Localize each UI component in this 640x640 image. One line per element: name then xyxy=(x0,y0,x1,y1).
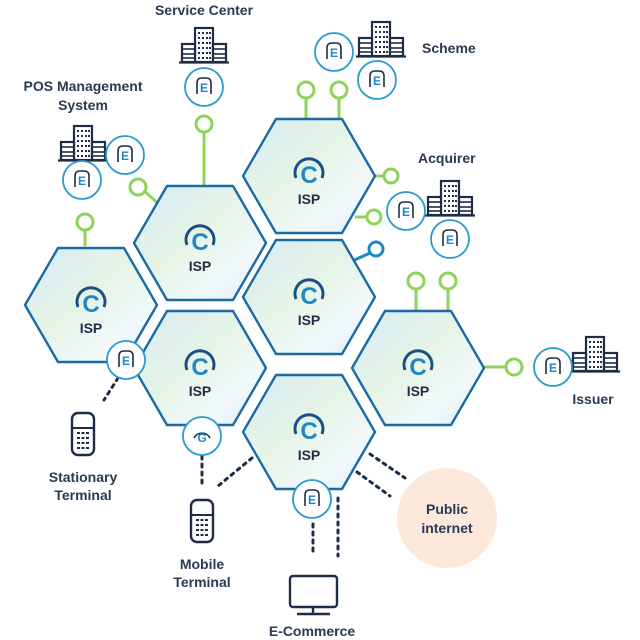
isp-label: ISP xyxy=(189,258,212,274)
isp-node-isp-upper-left: C ISP xyxy=(132,184,268,302)
connector-node xyxy=(75,212,95,232)
isp-logo-icon: C xyxy=(191,354,208,381)
hexagon-shape xyxy=(241,238,377,356)
isp-label: ISP xyxy=(80,320,103,336)
svg-text:E: E xyxy=(373,74,381,88)
stationary-terminal-label-line1: Stationary xyxy=(49,469,118,485)
hexagon-shape xyxy=(241,117,377,235)
isp-logo-icon: C xyxy=(300,283,317,310)
building-icon xyxy=(568,335,622,373)
stationary-terminal-icon xyxy=(70,411,96,457)
connector-node xyxy=(194,114,214,134)
isp-logo-icon: C xyxy=(409,354,426,381)
pos-management-label-line1: POS Management xyxy=(23,78,142,94)
isp-label: ISP xyxy=(298,447,321,463)
svg-text:E: E xyxy=(122,354,130,368)
isp-logo-icon: C xyxy=(82,291,99,318)
connector-node xyxy=(128,177,148,197)
building-icon xyxy=(423,179,477,217)
hexagon-shape xyxy=(241,373,377,491)
isp-logo-ring-icon xyxy=(184,224,216,246)
connector-node xyxy=(406,271,426,291)
isp-label: ISP xyxy=(298,312,321,328)
hexagon-shape xyxy=(23,246,159,364)
connector-node xyxy=(438,271,458,291)
building-icon xyxy=(354,20,408,58)
acquirer-badge: E xyxy=(386,191,426,231)
isp-hexagon-grid: C ISP C ISP C ISP C ISP C ISP C ISP C ISP xyxy=(23,117,486,491)
dotted-links xyxy=(102,376,407,558)
scheme-badge: E xyxy=(314,32,354,72)
svg-text:E: E xyxy=(549,361,557,375)
connector-node xyxy=(382,167,400,185)
mobile-terminal-label-line1: Mobile xyxy=(180,556,225,572)
connector-node xyxy=(504,357,524,377)
hexagon-shape xyxy=(132,184,268,302)
dotted-link xyxy=(102,376,120,402)
service-center-label: Service Center xyxy=(155,2,254,18)
building-icon xyxy=(177,26,231,64)
svg-text:E: E xyxy=(121,149,129,163)
isp-node-isp-lower-left: C ISP xyxy=(132,309,268,427)
svg-text:E: E xyxy=(330,46,338,60)
dotted-link xyxy=(355,470,392,498)
isp-logo-ring-icon xyxy=(293,413,325,435)
lower-left-hex-badge: G xyxy=(182,416,222,456)
connector-node xyxy=(296,80,316,100)
isp-logo-ring-icon xyxy=(184,349,216,371)
svg-text:E: E xyxy=(402,205,410,219)
isp-node-isp-bottom: C ISP xyxy=(241,373,377,491)
svg-text:E: E xyxy=(308,493,316,507)
svg-text:E: E xyxy=(446,233,454,247)
issuer-badge: E xyxy=(533,347,573,387)
isp-label: ISP xyxy=(298,191,321,207)
mobile-terminal-icon xyxy=(189,498,215,544)
acquirer-badge: E xyxy=(430,219,470,259)
isp-logo-ring-icon xyxy=(75,286,107,308)
connector-node xyxy=(367,240,385,258)
svg-text:G: G xyxy=(197,431,206,445)
isp-logo-icon: C xyxy=(300,418,317,445)
bottom-hex-badge: E xyxy=(292,479,332,519)
hexagon-shape xyxy=(350,309,486,427)
svg-text:E: E xyxy=(200,81,208,95)
isp-logo-icon: C xyxy=(300,162,317,189)
isp-label: ISP xyxy=(407,383,430,399)
acquirer-label: Acquirer xyxy=(418,150,476,166)
isp-node-isp-left: C ISP xyxy=(23,246,159,364)
public-internet-label-line2: internet xyxy=(421,520,473,536)
ecommerce-label: E-Commerce xyxy=(269,623,356,639)
pos-management-badge: E xyxy=(105,135,145,175)
building-icon xyxy=(56,124,110,162)
pos-management-badge: E xyxy=(62,160,102,200)
isp-node-isp-right: C ISP xyxy=(350,309,486,427)
svg-text:E: E xyxy=(78,174,86,188)
scheme-label: Scheme xyxy=(422,40,476,56)
service-center-badge: E xyxy=(184,67,224,107)
stationary-terminal-label-line2: Terminal xyxy=(54,487,111,503)
dotted-link xyxy=(368,452,407,480)
connector-node xyxy=(329,80,349,100)
isp-logo-icon: C xyxy=(191,229,208,256)
pos-management-label-line2: System xyxy=(58,97,108,113)
isp-node-isp-top: C ISP xyxy=(241,117,377,235)
mobile-terminal-label-line2: Terminal xyxy=(173,574,230,590)
hexagon-shape xyxy=(132,309,268,427)
isp-logo-ring-icon xyxy=(293,278,325,300)
isp-logo-ring-icon xyxy=(402,349,434,371)
isp-logo-ring-icon xyxy=(293,157,325,179)
public-internet-label-line1: Public xyxy=(426,501,468,517)
connectors xyxy=(75,80,524,377)
dotted-link xyxy=(216,456,254,488)
isp-node-isp-center: C ISP xyxy=(241,238,377,356)
scheme-badge: E xyxy=(357,60,397,100)
blue-connector xyxy=(349,240,385,264)
public-internet-circle xyxy=(397,468,497,568)
connector-node xyxy=(365,208,383,226)
issuer-label: Issuer xyxy=(572,391,614,407)
isp-label: ISP xyxy=(189,383,212,399)
left-hex-badge: E xyxy=(106,340,146,380)
monitor-icon xyxy=(288,574,339,616)
